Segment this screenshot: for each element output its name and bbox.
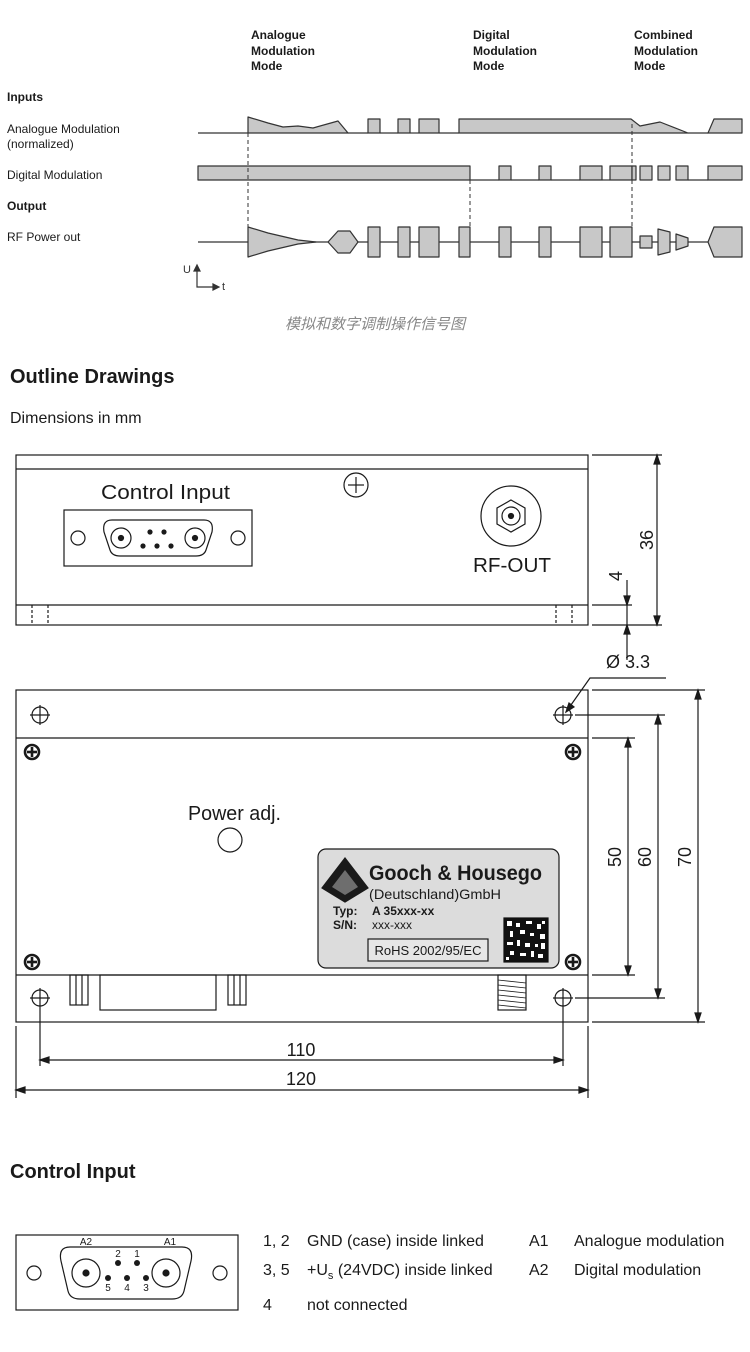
pin-number: 1, 2	[263, 1233, 290, 1250]
rohs-label: RoHS 2002/95/EC	[375, 943, 482, 958]
axis-u-label: U	[183, 264, 191, 276]
sn-label: S/N:	[333, 918, 357, 932]
dimensions-note: Dimensions in mm	[10, 410, 142, 427]
typ-value: A 35xxx-xx	[372, 904, 435, 918]
typ-label: Typ:	[333, 904, 357, 918]
sn-value: xxx-xxx	[372, 918, 412, 932]
dim-60: 60	[635, 847, 655, 867]
analog-pin: A1	[529, 1233, 549, 1250]
plus-screw-icon	[343, 472, 369, 498]
pin-number: 4	[263, 1297, 272, 1315]
output-heading: Output	[7, 199, 47, 213]
dim-50: 50	[605, 847, 625, 867]
power-adj-hole	[217, 827, 243, 853]
dim-hole-diameter: Ø 3.3	[606, 652, 650, 672]
analog-pin-description: Digital modulation	[574, 1262, 702, 1279]
top-view	[15, 689, 589, 1023]
mode-label-analogue: Analogue Modulation Mode	[251, 28, 315, 73]
axis-legend	[193, 263, 221, 291]
rf-power-out-label: RF Power out	[7, 230, 81, 244]
top-dimensions	[14, 677, 705, 1098]
pin-1-label: 1	[134, 1249, 140, 1260]
control-input-heading: Control Input	[10, 1161, 136, 1183]
pin-a1-label: A1	[164, 1237, 177, 1248]
brand-name: Gooch & Housego	[369, 862, 542, 885]
pin-5-label: 5	[105, 1283, 111, 1294]
dim-70: 70	[675, 847, 695, 867]
inputs-heading: Inputs	[7, 90, 43, 104]
rf-out-label: RF-OUT	[473, 555, 551, 577]
label-plate	[317, 848, 560, 969]
digital-modulation-waveform	[197, 165, 743, 181]
power-adj-label: Power adj.	[188, 803, 281, 825]
pin-assignment-table: 1, 2 GND (case) inside linked A1 Analogu…	[263, 1227, 724, 1320]
timing-diagram: U t	[183, 116, 743, 293]
mode-label-combined: Combined Modulation Mode	[634, 28, 698, 73]
control-input-connector: A2 A1 2 1 5 4 3	[15, 1234, 239, 1311]
dim-120: 120	[286, 1069, 316, 1089]
company-name: (Deutschland)GmbH	[369, 886, 501, 902]
supply-description: (24VDC) inside linked	[333, 1262, 493, 1279]
mode-boundaries	[247, 124, 633, 257]
supply-symbol: +U	[307, 1262, 328, 1279]
control-input-label: Control Input	[101, 482, 230, 504]
pin-2-label: 2	[115, 1249, 121, 1260]
outline-drawing: Control Input RF-OUT 36 4 Ø 3.3 Power ad…	[14, 453, 705, 1098]
table-row: 4 not connected	[263, 1291, 724, 1320]
table-row: 3, 5 +Us (24VDC) inside linked A2 Digita…	[263, 1256, 724, 1291]
pin-4-label: 4	[124, 1283, 130, 1294]
digital-modulation-label: Digital Modulation	[7, 168, 103, 182]
dim-4: 4	[606, 571, 626, 581]
outline-drawings-heading: Outline Drawings	[10, 366, 175, 388]
pin-number: 3, 5	[263, 1262, 290, 1279]
analog-pin: A2	[529, 1262, 549, 1279]
front-dimensions	[592, 453, 662, 660]
pin-3-label: 3	[143, 1283, 149, 1294]
supply-subscript: s	[327, 1270, 334, 1283]
dim-110: 110	[287, 1040, 316, 1060]
pin-description: GND (case) inside linked	[307, 1233, 484, 1250]
analog-pin-description: Analogue modulation	[574, 1233, 725, 1250]
dim-36: 36	[637, 530, 657, 550]
dsub-connector-front	[63, 509, 253, 567]
pin-description: not connected	[307, 1297, 408, 1315]
pin-description: +Us (24VDC) inside linked	[307, 1256, 529, 1291]
pin-a2-label: A2	[80, 1237, 93, 1248]
rf-power-out-waveform	[198, 226, 743, 258]
analogue-modulation-label: Analogue Modulation (normalized)	[7, 122, 120, 151]
table-row: 1, 2 GND (case) inside linked A1 Analogu…	[263, 1227, 724, 1256]
axis-t-label: t	[222, 281, 225, 293]
analogue-modulation-waveform	[198, 116, 743, 134]
mode-label-digital: Digital Modulation Mode	[473, 28, 537, 73]
rf-out-connector	[480, 485, 542, 547]
front-view	[15, 454, 589, 626]
diagram-caption: 模拟和数字调制操作信号图	[284, 316, 465, 333]
